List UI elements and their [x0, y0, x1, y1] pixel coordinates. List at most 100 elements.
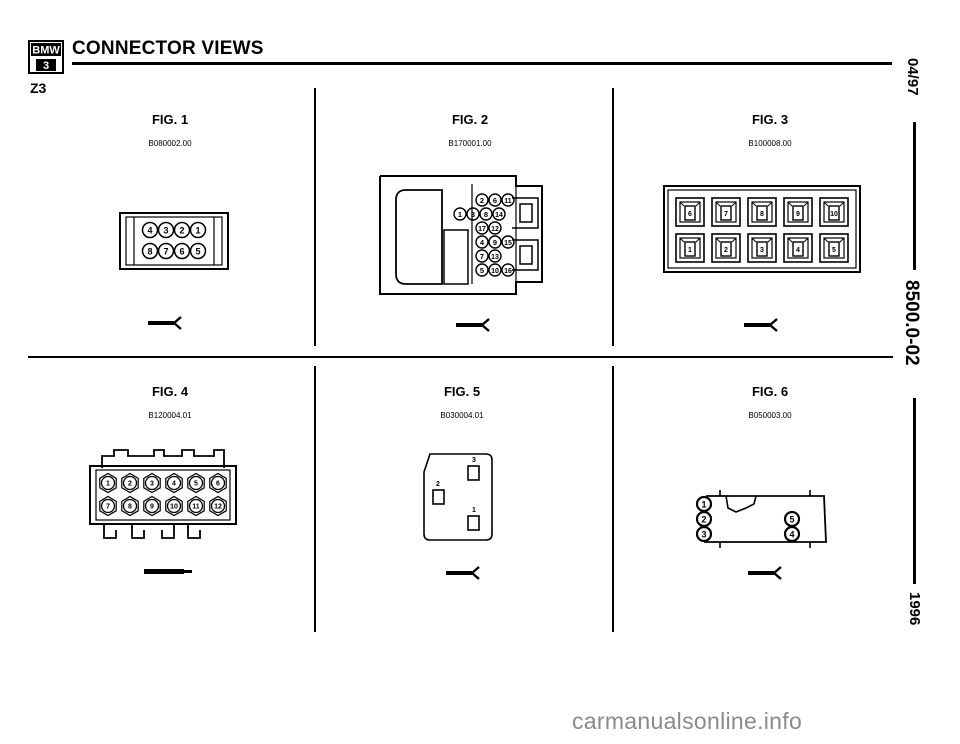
svg-text:2: 2 — [179, 226, 184, 236]
fig6-part-number: B050003.00 — [748, 411, 792, 420]
fig4-pin: 11 — [187, 495, 205, 517]
svg-text:8: 8 — [760, 211, 764, 218]
svg-text:5: 5 — [194, 481, 198, 488]
fig4-pin: 5 — [187, 472, 205, 494]
fig4-pin: 8 — [121, 495, 139, 517]
svg-text:8: 8 — [484, 210, 488, 219]
svg-text:11: 11 — [192, 504, 200, 511]
svg-text:6: 6 — [179, 247, 184, 257]
fig2-label: FIG. 2 — [451, 112, 489, 127]
svg-text:3: 3 — [163, 226, 168, 236]
fig5-label: FIG. 5 — [443, 384, 481, 399]
fig1-pin: 8 — [141, 242, 159, 260]
fig1-pin: 2 — [173, 221, 191, 239]
svg-text:4: 4 — [796, 247, 800, 254]
fig3-terminal: 9 — [783, 197, 813, 227]
fig2-pin: 6 — [488, 193, 502, 207]
fig2-pin: 3 — [466, 207, 480, 221]
svg-text:1: 1 — [472, 507, 476, 514]
fig1-pin: 7 — [157, 242, 175, 260]
fig6-pin: 1 — [695, 495, 713, 513]
sidebar-year: 1996 — [906, 592, 923, 626]
fig5-pin: 3 — [467, 457, 480, 481]
fig6-pin: 4 — [783, 525, 801, 543]
fig4-pin: 10 — [165, 495, 183, 517]
fig3-terminal: 2 — [711, 233, 741, 263]
svg-text:4: 4 — [480, 238, 485, 247]
svg-text:11: 11 — [504, 198, 512, 205]
fig3-part-number: B100008.00 — [748, 139, 792, 148]
fig4-pin: 9 — [143, 495, 161, 517]
fig4-label: FIG. 4 — [151, 384, 189, 399]
fig6-pin: 3 — [695, 525, 713, 543]
column-divider — [314, 88, 316, 346]
fig1-pin: 6 — [173, 242, 191, 260]
svg-text:7: 7 — [106, 504, 110, 511]
svg-text:10: 10 — [170, 504, 178, 511]
svg-text:9: 9 — [150, 504, 154, 511]
fig4-pin: 7 — [99, 495, 117, 517]
svg-text:9: 9 — [493, 238, 497, 247]
fig1-part-number: B080002.00 — [148, 139, 192, 148]
fig6-label: FIG. 6 — [751, 384, 789, 399]
fig2-pin: 14 — [492, 207, 506, 221]
fig3-terminal: 6 — [675, 197, 705, 227]
svg-text:6: 6 — [216, 481, 220, 488]
svg-text:2: 2 — [436, 481, 440, 488]
fig3-terminal: 5 — [819, 233, 849, 263]
svg-text:3: 3 — [760, 247, 764, 254]
column-divider — [314, 366, 316, 632]
svg-text:4: 4 — [172, 481, 176, 488]
fig3-terminal: 1 — [675, 233, 705, 263]
svg-text:14: 14 — [495, 212, 503, 219]
model-label: Z3 — [30, 80, 47, 96]
fig2-pin: 1 — [453, 207, 467, 221]
logo-text-bottom: 3 — [43, 60, 49, 72]
svg-text:9: 9 — [796, 211, 800, 218]
fig3-terminal: 3 — [747, 233, 777, 263]
fig2-pin: 10 — [488, 263, 502, 277]
fig5-pin: 1 — [467, 507, 480, 531]
fig6-view-arrow-icon — [748, 566, 782, 580]
sidebar-date: 04/97 — [904, 58, 921, 96]
svg-text:3: 3 — [701, 530, 706, 540]
fig5-connector: 3 2 1 — [423, 453, 493, 541]
page-title: CONNECTOR VIEWS — [72, 38, 264, 59]
svg-text:12: 12 — [491, 226, 499, 233]
svg-text:2: 2 — [128, 481, 132, 488]
svg-text:1: 1 — [701, 500, 706, 510]
svg-text:6: 6 — [493, 196, 497, 205]
fig4-part-number: B120004.01 — [148, 411, 192, 420]
fig1-label: FIG. 1 — [151, 112, 189, 127]
svg-text:8: 8 — [147, 247, 152, 257]
header-rule — [72, 62, 892, 65]
fig2-pin: 11 — [501, 193, 515, 207]
fig4-pin: 3 — [143, 472, 161, 494]
fig3-view-arrow-icon — [744, 318, 778, 332]
fig2-pin: 17 — [475, 221, 489, 235]
svg-text:5: 5 — [480, 266, 484, 275]
fig6-pin: 5 — [783, 510, 801, 528]
svg-text:3: 3 — [471, 210, 475, 219]
fig1-pin: 3 — [157, 221, 175, 239]
middle-rule — [28, 356, 893, 358]
svg-text:7: 7 — [480, 252, 484, 261]
svg-text:1: 1 — [106, 481, 110, 488]
svg-text:8: 8 — [128, 504, 132, 511]
fig2-pin: 5 — [475, 263, 489, 277]
fig2-pin: 2 — [475, 193, 489, 207]
svg-text:6: 6 — [688, 211, 692, 218]
fig4-view-arrow-icon — [144, 569, 192, 574]
sidebar-rule — [913, 398, 916, 584]
svg-text:7: 7 — [163, 247, 168, 257]
fig2-pin: 4 — [475, 235, 489, 249]
svg-text:10: 10 — [491, 268, 499, 275]
column-divider — [612, 366, 614, 632]
fig6-pin: 2 — [695, 510, 713, 528]
svg-text:5: 5 — [832, 247, 836, 254]
fig2-pin: 15 — [501, 235, 515, 249]
fig1-pin: 4 — [141, 221, 159, 239]
fig1-connector: 4 3 2 1 8 7 6 5 — [119, 212, 229, 270]
svg-text:1: 1 — [458, 210, 462, 219]
